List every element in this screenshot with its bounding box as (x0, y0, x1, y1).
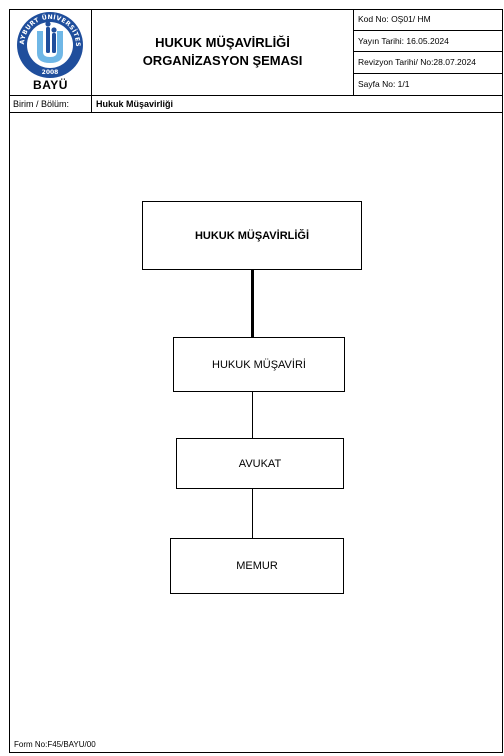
form-number: Form No:F45/BAYU/00 (14, 740, 96, 749)
org-node-avukat: AVUKAT (176, 438, 344, 489)
unit-label: Birim / Bölüm: (9, 95, 92, 113)
unit-row (9, 95, 503, 113)
university-logo: BAYBURT ÜNİVERSİTESİ 2008 (13, 11, 83, 78)
unit-value: Hukuk Müşavirliği (96, 99, 174, 109)
logo-cell (9, 9, 92, 95)
connector-1 (251, 270, 254, 337)
meta-publish-date: Yayın Tarihi: 16.05.2024 (354, 31, 503, 52)
document-title: HUKUK MÜŞAVİRLİĞİ ORGANİZASYON ŞEMASI (92, 9, 354, 95)
page-frame (9, 9, 503, 753)
meta-page: Sayfa No: 1/1 (358, 79, 410, 90)
logo-abbrev: BAYÜ (33, 78, 68, 92)
logo-year: 2008 (42, 69, 59, 76)
connector-3 (252, 489, 253, 538)
meta-revision: Revizyon Tarihi/ No:28.07.2024 (354, 52, 503, 74)
connector-2 (252, 392, 253, 438)
org-node-hukuk-musaviri: HUKUK MÜŞAVİRİ (173, 337, 345, 392)
title-line-2: ORGANİZASYON ŞEMASI (142, 53, 303, 68)
org-node-memur: MEMUR (170, 538, 344, 594)
title-line-1: HUKUK MÜŞAVİRLİĞİ (155, 35, 290, 50)
org-node-hukuk-musavirligi: HUKUK MÜŞAVİRLİĞİ (142, 201, 362, 270)
meta-code: Kod No: OŞ01/ HM (354, 9, 503, 31)
